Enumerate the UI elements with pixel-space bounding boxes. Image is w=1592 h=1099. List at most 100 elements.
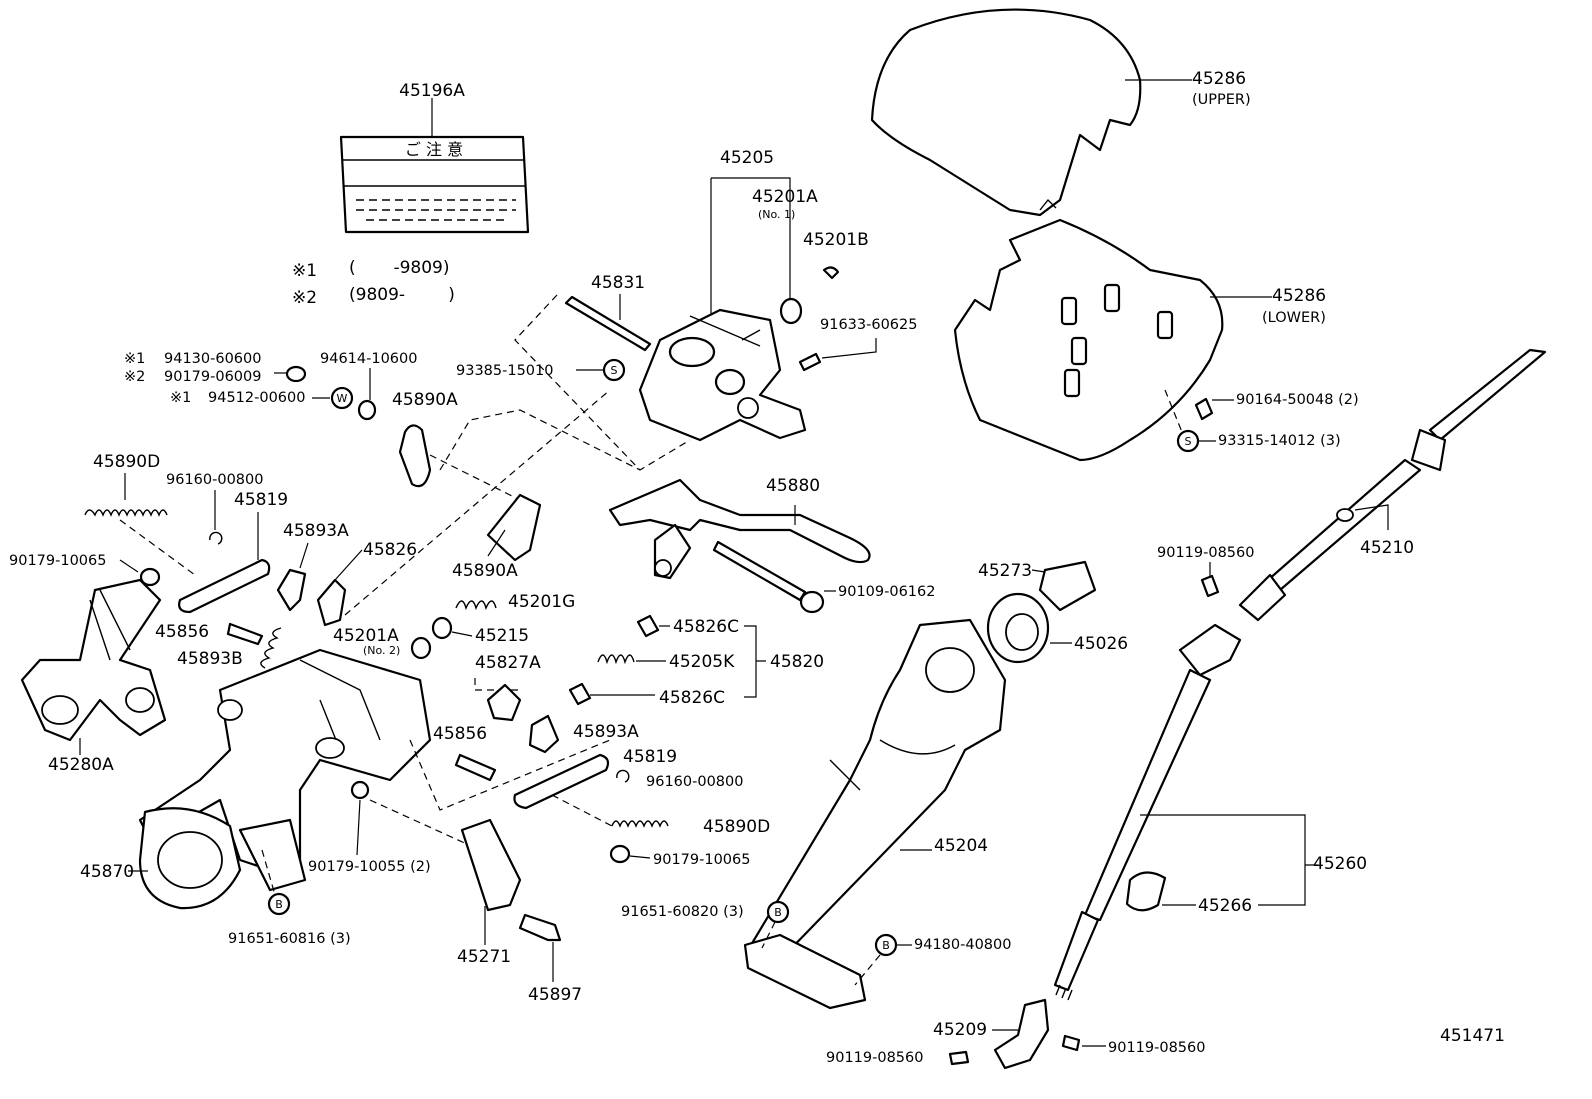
label-45827A: 45827A xyxy=(475,653,541,673)
label-45204: 45204 xyxy=(934,836,988,856)
label-45890D-right: 45890D xyxy=(703,817,770,837)
column-tube-45204-icon xyxy=(743,618,1007,1010)
yoke-45209-icon xyxy=(993,998,1050,1070)
label-45201A-no1-sub: (No. 1) xyxy=(758,208,795,221)
label-45819-right: 45819 xyxy=(623,747,677,767)
label-45201G: 45201G xyxy=(508,592,575,612)
label-45196A: 45196A xyxy=(399,81,465,101)
upper-shaft-45210-icon xyxy=(1238,348,1547,622)
label-45210: 45210 xyxy=(1360,538,1414,558)
joint-45273-icon xyxy=(1038,560,1097,612)
pin-45831-icon xyxy=(564,295,652,352)
label-45286-lower-sub: (LOWER) xyxy=(1262,310,1326,326)
washer-icon xyxy=(357,399,377,421)
label-45205: 45205 xyxy=(720,148,774,168)
clip-96160-left-icon xyxy=(209,531,223,545)
label-91651-60820: 91651-60820 (3) xyxy=(621,904,744,920)
cap-45826C-bot-icon xyxy=(568,682,592,706)
label-96160-00800-right: 96160-00800 xyxy=(646,774,744,790)
column-bracket-45870-icon xyxy=(138,648,432,910)
legend-note2-range: (9809- ) xyxy=(349,285,455,305)
label-45893A-right: 45893A xyxy=(573,722,639,742)
label-90179-10065-left: 90179-10065 xyxy=(9,553,107,569)
tilt-bracket-45205-icon xyxy=(638,308,807,442)
label-45271: 45271 xyxy=(457,947,511,967)
label-90164-50048: 90164-50048 (2) xyxy=(1236,392,1359,408)
bracket-45280A-icon xyxy=(20,578,167,742)
label-45893A-left: 45893A xyxy=(283,521,349,541)
label-45201B: 45201B xyxy=(803,230,869,250)
b-marker-mid-letter: B xyxy=(774,906,782,919)
pin-45856-left-icon xyxy=(226,622,264,646)
cap-45826C-top-icon xyxy=(636,614,660,638)
w-marker-icon xyxy=(330,386,354,410)
bearing-45026-icon xyxy=(986,592,1050,664)
spring-45201G-icon xyxy=(455,600,497,611)
boot-45266-icon xyxy=(1125,871,1167,912)
pawl-45893A-left-icon xyxy=(276,568,307,612)
bolt-90119-b-icon xyxy=(948,1050,970,1066)
bolt-90119-a-icon xyxy=(1200,574,1220,598)
pawl-45893A-right-icon xyxy=(528,714,560,754)
label-45215: 45215 xyxy=(475,626,529,646)
spring-45890D-right-icon xyxy=(611,820,669,828)
caution-label-card: ご 注 意 xyxy=(339,135,530,234)
label-45286-lower: 45286 xyxy=(1272,286,1326,306)
label-93315-14012: 93315-14012 (3) xyxy=(1218,433,1341,449)
w-marker-letter: W xyxy=(337,392,348,405)
legend-note2-mark: ※2 xyxy=(292,288,317,308)
label-45819-left: 45819 xyxy=(234,490,288,510)
label-45273: 45273 xyxy=(978,561,1032,581)
lever-45890A-icon xyxy=(398,424,432,488)
label-45205K: 45205K xyxy=(669,652,735,672)
bolt-90119-c-icon xyxy=(1061,1034,1081,1052)
label-45266: 45266 xyxy=(1198,896,1252,916)
label-45890D-left: 45890D xyxy=(93,452,160,472)
label-94512-00600: 94512-00600 xyxy=(208,390,306,406)
pin-45856-right-icon xyxy=(454,753,497,782)
label-90119-08560-c: 90119-08560 xyxy=(1108,1040,1206,1056)
washer-45215-icon xyxy=(431,616,453,640)
label-45897: 45897 xyxy=(528,985,582,1005)
bushing-no2-icon xyxy=(410,636,432,660)
spring-45205K-icon xyxy=(597,654,635,665)
label-93385-15010: 93385-15010 xyxy=(456,363,554,379)
label-90119-08560-b: 90119-08560 xyxy=(826,1050,924,1066)
label-94614-10600: 94614-10600 xyxy=(320,351,418,367)
label-45870: 45870 xyxy=(80,862,134,882)
s-marker-icon xyxy=(602,358,626,382)
label-45201A-no2: 45201A xyxy=(333,626,399,646)
label-45890A-mid: 45890A xyxy=(452,561,518,581)
label-45893B: 45893B xyxy=(177,649,243,669)
nut-90179-10055-icon xyxy=(350,780,370,800)
b-marker-left-letter: B xyxy=(275,898,283,911)
label-45820: 45820 xyxy=(770,652,824,672)
caution-heading: ご 注 意 xyxy=(405,140,463,159)
lower-cover-45286-icon xyxy=(953,218,1224,462)
label-45856-right: 45856 xyxy=(433,724,487,744)
pawl-45827A-icon xyxy=(486,683,522,722)
note-mark-b: ※2 xyxy=(124,369,145,385)
label-45890A-top: 45890A xyxy=(392,390,458,410)
s-marker-letter: S xyxy=(611,364,618,377)
pawl-45826-icon xyxy=(316,578,347,627)
label-45201A-no1: 45201A xyxy=(752,187,818,207)
link-45819-left-icon xyxy=(178,558,271,614)
label-45280A: 45280A xyxy=(48,755,114,775)
bolt-45897-icon xyxy=(518,913,562,942)
label-45286-upper: 45286 xyxy=(1192,69,1246,89)
b-marker-left-icon xyxy=(267,892,291,916)
label-45880: 45880 xyxy=(766,476,820,496)
label-94180-40800: 94180-40800 xyxy=(914,937,1012,953)
label-45026: 45026 xyxy=(1074,634,1128,654)
diagram-code: 451471 xyxy=(1440,1026,1505,1046)
bushing-no1-icon xyxy=(779,297,803,325)
nut-90179-right-icon xyxy=(609,844,631,864)
nut-90179-left-icon xyxy=(139,567,161,587)
link-45819-right-icon xyxy=(513,753,610,810)
label-45831: 45831 xyxy=(591,273,645,293)
clip-45201B-icon xyxy=(822,266,840,280)
b-marker-right-letter: B xyxy=(882,939,890,952)
